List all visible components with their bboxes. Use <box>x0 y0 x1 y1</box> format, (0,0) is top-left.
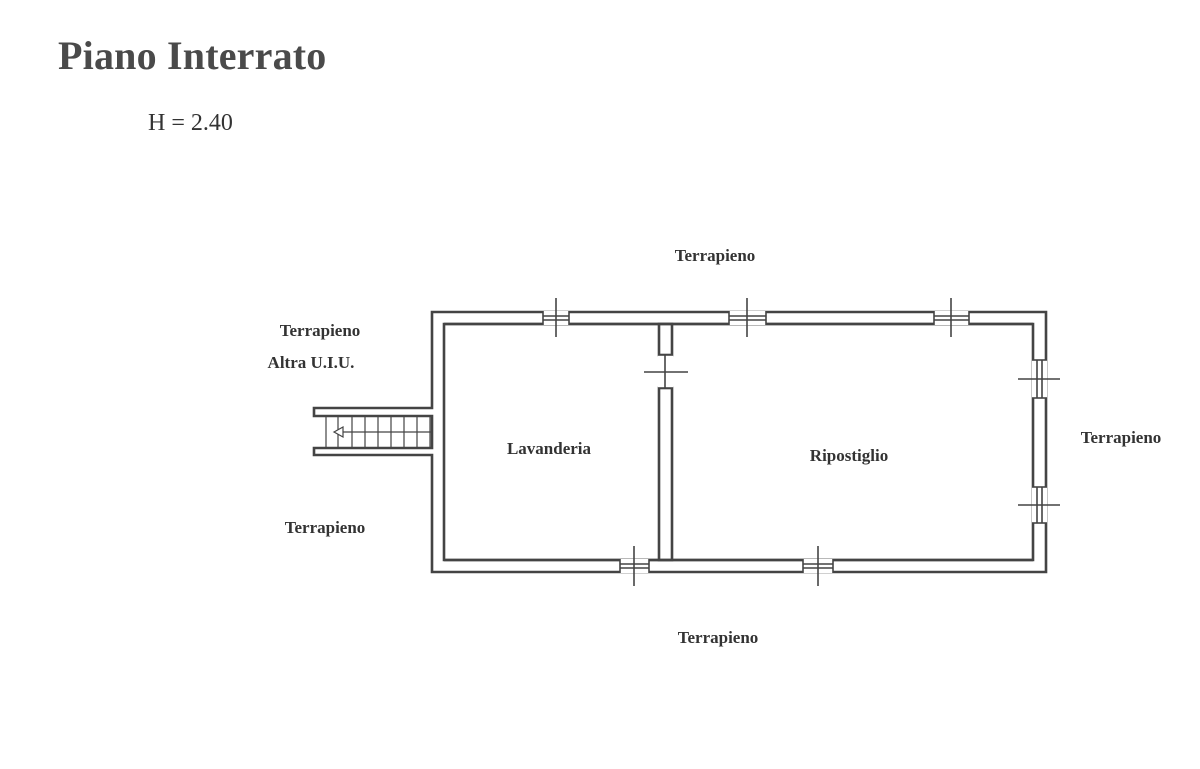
staircase <box>325 416 432 448</box>
partition-wall-lower <box>657 386 674 562</box>
label-left-lower: Terrapieno <box>285 518 366 537</box>
room-ripostiglio: Ripostiglio <box>810 446 888 465</box>
partition-wall-upper <box>657 322 674 357</box>
label-top: Terrapieno <box>675 246 756 265</box>
stair-arrow-icon <box>332 425 344 439</box>
height-label: H = 2.40 <box>148 110 233 136</box>
label-right: Terrapieno <box>1081 428 1162 447</box>
label-bottom: Terrapieno <box>678 628 759 647</box>
page-title: Piano Interrato <box>58 33 327 78</box>
room-lavanderia: Lavanderia <box>507 439 592 458</box>
label-left-upper: Terrapieno <box>280 321 361 340</box>
label-left-upper-sub: Altra U.I.U. <box>268 353 355 372</box>
